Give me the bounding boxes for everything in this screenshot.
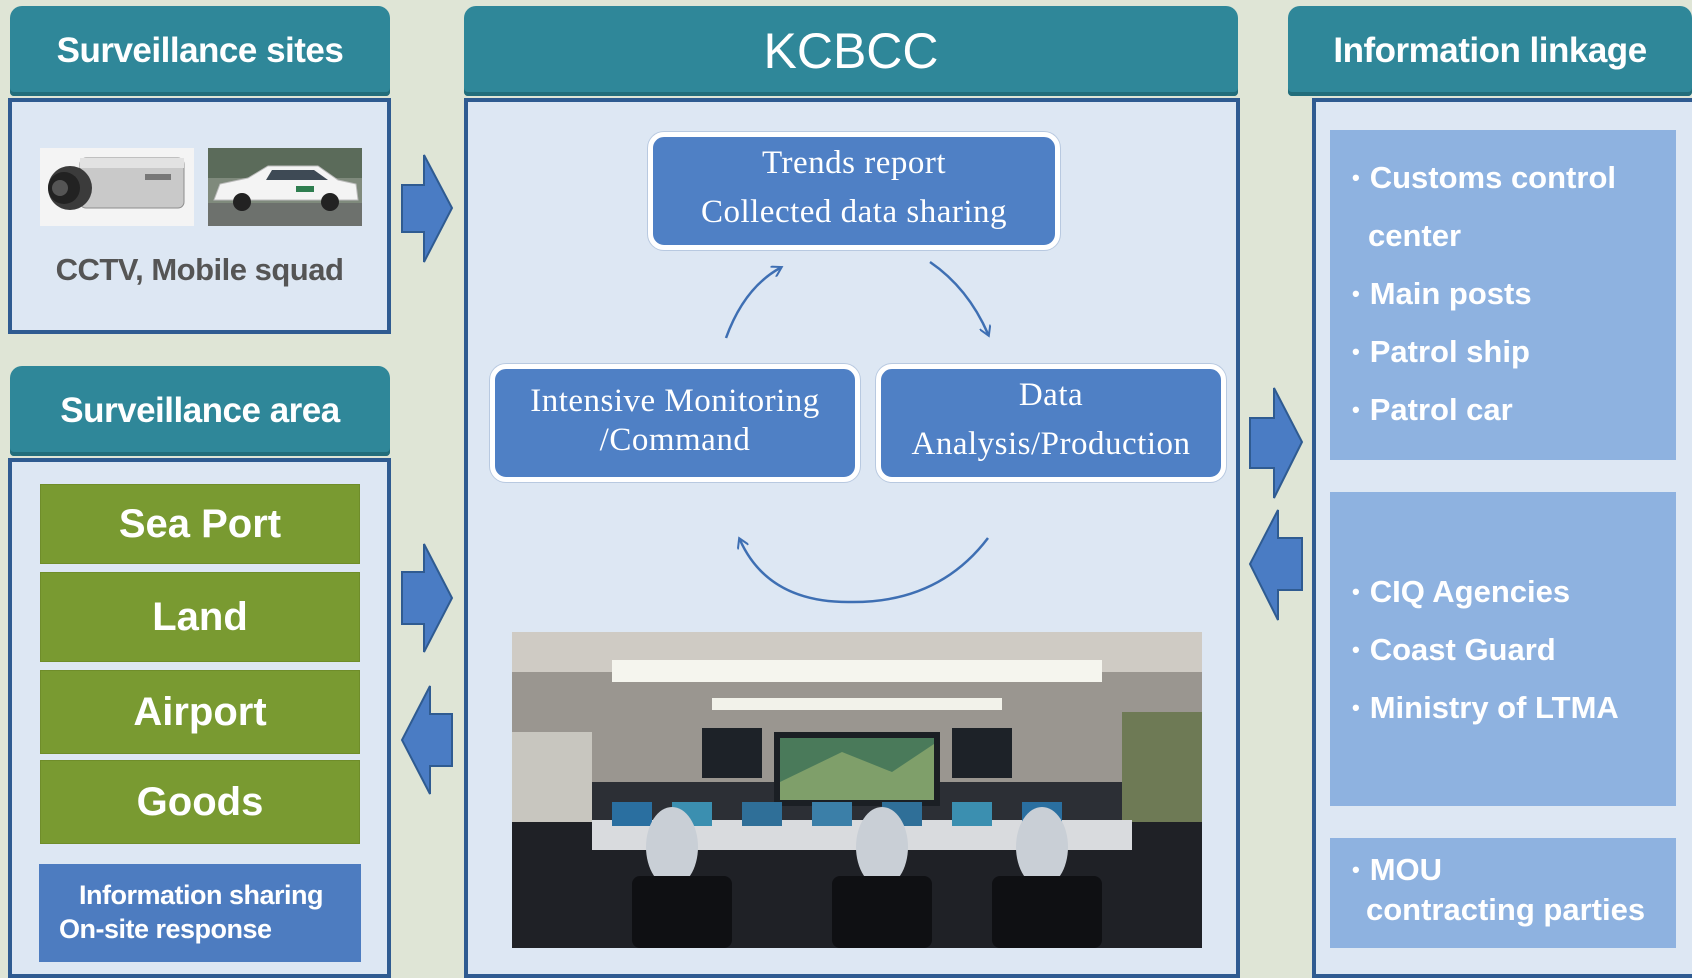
data-analysis-node: Data Analysis/Production <box>876 364 1226 482</box>
linkage-item-ciq: CIQ Agencies <box>1352 574 1570 610</box>
linkage-item-ministry: Ministry of LTMA <box>1352 690 1619 726</box>
kcbcc-panel: Trends report Collected data sharing Int… <box>464 98 1240 978</box>
intensive-monitoring-node: Intensive Monitoring /Command <box>490 364 860 482</box>
arrow-kcbcc-to-linkage <box>1249 387 1304 499</box>
information-linkage-header: Information linkage <box>1288 6 1692 96</box>
data-line2: Analysis/Production <box>911 426 1191 462</box>
arrow-trends-to-data <box>929 260 988 334</box>
sites-caption: CCTV, Mobile squad <box>55 252 344 287</box>
info-sharing-box: Information sharing On-site response <box>39 864 361 962</box>
arrow-area-to-kcbcc <box>401 543 454 653</box>
trends-line2: Collected data sharing <box>700 194 1008 230</box>
data-line1: Data <box>1018 377 1084 413</box>
linkage-mou: MOU contracting parties <box>1330 838 1676 948</box>
cctv-camera-photo <box>40 148 194 226</box>
linkage-group-2: CIQ Agencies Coast Guard Ministry of LTM… <box>1330 492 1676 806</box>
info-sharing-line1: Information sharing <box>79 880 324 910</box>
linkage-item-patrol-ship: Patrol ship <box>1352 334 1530 370</box>
area-goods: Goods <box>40 760 360 844</box>
linkage-item-mou-cont: contracting parties <box>1366 892 1646 927</box>
arrow-linkage-to-kcbcc <box>1248 509 1303 621</box>
information-linkage-panel: Customs control center Main posts Patrol… <box>1312 98 1692 978</box>
linkage-item-patrol-car: Patrol car <box>1352 392 1513 428</box>
trends-report-node: Trends report Collected data sharing <box>648 132 1060 250</box>
arrow-monitor-to-trends <box>724 268 780 339</box>
arrow-data-to-monitor <box>740 538 989 604</box>
arrow-sites-to-kcbcc <box>401 154 454 263</box>
info-sharing-line2: On-site response <box>59 914 272 944</box>
linkage-item-customs-cont: center <box>1368 218 1462 253</box>
linkage-item-customs: Customs control <box>1352 160 1616 196</box>
monitor-line2: /Command <box>599 422 751 458</box>
surveillance-sites-header: Surveillance sites <box>10 6 390 96</box>
patrol-car-photo <box>208 148 362 226</box>
surveillance-area-header: Surveillance area <box>10 366 390 456</box>
linkage-item-mou: MOU <box>1352 852 1442 888</box>
linkage-item-coast-guard: Coast Guard <box>1352 632 1556 668</box>
control-room-photo <box>512 632 1202 948</box>
arrow-kcbcc-to-area <box>400 685 453 795</box>
kcbcc-header: KCBCC <box>464 6 1238 96</box>
monitor-line1: Intensive Monitoring <box>530 383 820 419</box>
area-sea-port: Sea Port <box>40 484 360 564</box>
area-airport: Airport <box>40 670 360 754</box>
linkage-group-1: Customs control center Main posts Patrol… <box>1330 130 1676 460</box>
linkage-item-main-posts: Main posts <box>1352 276 1532 312</box>
trends-line1: Trends report <box>761 145 947 181</box>
area-land: Land <box>40 572 360 662</box>
cycle-arrows <box>724 260 1238 604</box>
surveillance-area-panel: Sea Port Land Airport Goods Information … <box>8 458 391 978</box>
surveillance-sites-panel: CCTV, Mobile squad <box>8 98 391 334</box>
